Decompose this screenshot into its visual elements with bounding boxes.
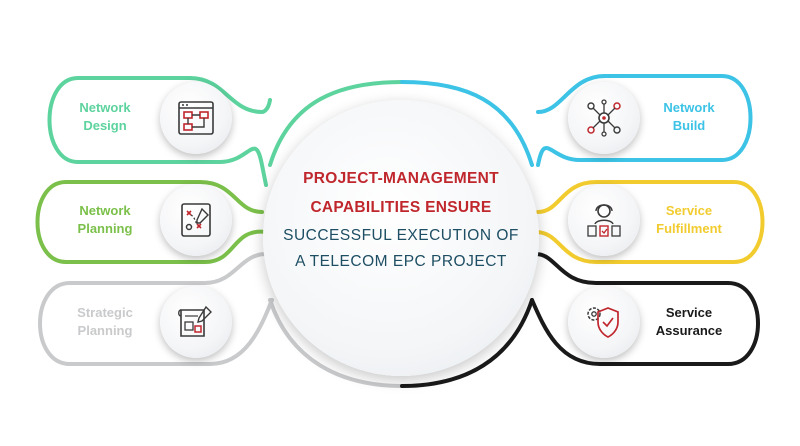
bottom-arc-gray: [268, 298, 404, 388]
service-fulfillment-icon-circle: [568, 184, 640, 256]
network-planning-label: Network Planning: [77, 203, 133, 236]
center-circle: PROJECT-MANAGEMENT CAPABILITIES ENSURE S…: [263, 100, 539, 376]
top-arc-blue: [400, 80, 534, 167]
network-design-icon-circle: [160, 82, 232, 154]
customer-service-icon: [587, 204, 621, 237]
headline-line-2: CAPABILITIES ENSURE: [310, 199, 492, 216]
subline-line-2: A TELECOM EPC PROJECT: [295, 253, 507, 270]
service-fulfillment-label: Service Fulfillment: [656, 203, 722, 236]
network-planning-icon-circle: [160, 184, 232, 256]
headline-line-1: PROJECT-MANAGEMENT: [303, 170, 499, 187]
blueprint-icon: [178, 305, 212, 337]
shield-gear-icon: [587, 307, 619, 338]
network-build-pill: [536, 74, 753, 167]
bottom-arc-black: [400, 298, 534, 388]
strategic-planning-icon-circle: [160, 286, 232, 358]
service-assurance-pill: [530, 252, 760, 366]
network-build-icon-circle: [568, 82, 640, 154]
network-nodes-icon: [587, 99, 621, 137]
service-assurance-label: Service Assurance: [655, 305, 723, 338]
network-design-label: Network Design: [79, 100, 131, 133]
service-assurance-icon-circle: [568, 286, 640, 358]
network-planning-pill: [35, 180, 268, 264]
strategic-planning-pill: [38, 252, 274, 366]
network-design-pill: [47, 76, 272, 187]
strategic-planning-label: Strategic Planning: [77, 305, 133, 338]
subline-line-1: SUCCESSFUL EXECUTION OF: [283, 227, 519, 244]
service-fulfillment-pill: [534, 180, 765, 264]
flowchart-icon: [178, 101, 214, 135]
strategy-board-icon: [181, 203, 211, 237]
network-build-label: Network Build: [663, 100, 715, 133]
top-arc-green: [268, 80, 404, 167]
